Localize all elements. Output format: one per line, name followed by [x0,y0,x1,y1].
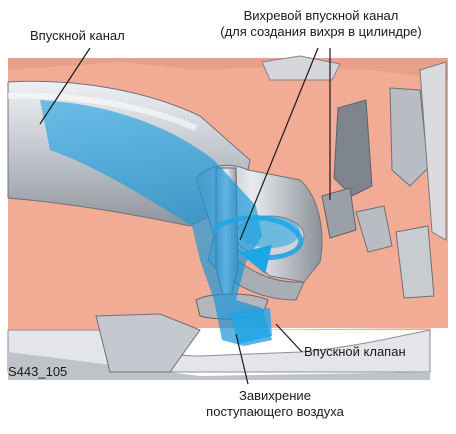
leader-intake-port [39,47,91,125]
figure-code: S443_105 [8,364,68,379]
combustion-chamber-floor [7,313,431,380]
label-swirl-port: Вихревой впускной канал (для создания ви… [190,8,452,40]
label-swirl-port-line1: Вихревой впускной канал [243,8,399,23]
label-intake-valve: Впускной клапан [304,344,406,359]
air-flow-stream [40,100,304,346]
label-air-swirl: Завихрение поступающего воздуха [170,388,380,420]
label-swirl-port-line2: (для создания вихря в цилиндре) [220,24,422,39]
leader-swirl-port [239,47,319,241]
label-intake-port: Впускной канал [30,28,125,43]
leader-lines [39,47,331,385]
casting-cavities [261,55,447,299]
label-air-swirl-line1: Завихрение [239,388,311,403]
leader-air-swirl [235,333,249,385]
leader-intake-valve [275,323,303,353]
label-air-swirl-line2: поступающего воздуха [206,404,344,419]
